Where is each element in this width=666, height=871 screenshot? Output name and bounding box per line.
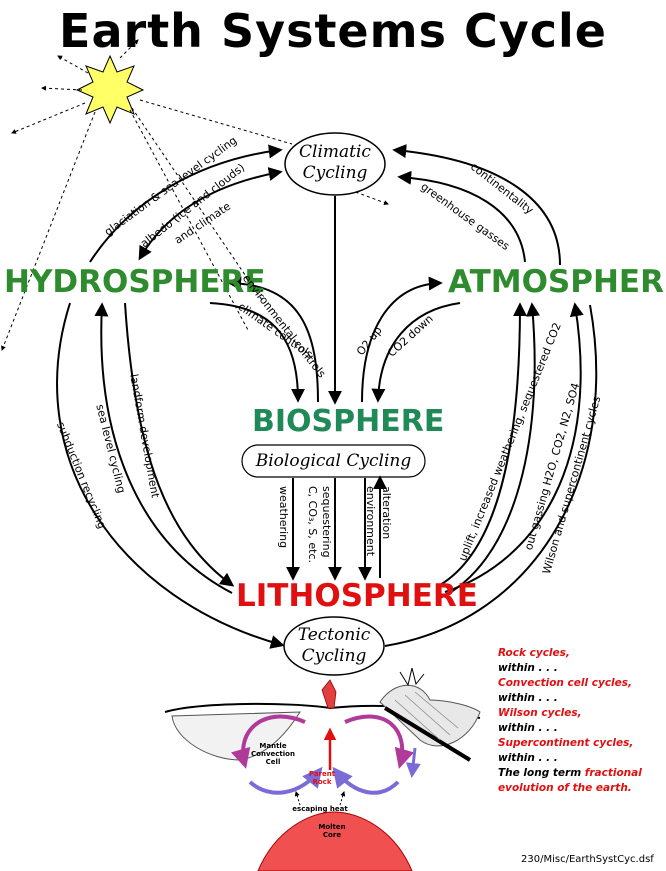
legend-line: Supercontinent cycles, <box>498 737 634 749</box>
biosphere-label: BIOSPHERE <box>252 404 445 439</box>
molten-core-label-2: Core <box>323 831 341 839</box>
cycle-legend: Rock cycles, within . . . Convection cel… <box>498 646 642 796</box>
page-title: Earth Systems Cycle <box>59 4 607 58</box>
weathering-label: weathering <box>277 486 290 549</box>
hydrosphere-label: HYDROSPHERE <box>4 264 266 300</box>
legend-prefix: The long term <box>498 767 585 779</box>
tectonic-line-1: Tectonic <box>297 625 371 645</box>
climatic-line-2: Cycling <box>302 163 368 183</box>
climatic-cycling-label: Climatic Cycling <box>285 142 385 184</box>
cycle-arrows <box>56 144 598 649</box>
legend-red-word: fractional <box>584 767 642 779</box>
sequestering-label-1: sequestering <box>320 486 333 558</box>
legend-line: within . . . <box>498 662 558 674</box>
legend-line: Convection cell cycles, <box>498 677 632 689</box>
parent-rock-label-2: Rock <box>312 778 331 786</box>
legend-line: Rock cycles, <box>498 647 570 659</box>
legend-line: within . . . <box>498 752 558 764</box>
molten-core-label-1: Molten <box>318 823 345 831</box>
biological-cycling-label: Biological Cycling <box>255 451 412 471</box>
legend-line: Wilson cycles, <box>498 707 582 719</box>
legend-line: within . . . <box>498 722 558 734</box>
legend-line: within . . . <box>498 692 558 704</box>
climatic-cycling-oval <box>284 132 386 196</box>
tectonic-cross-section: Mantle Convection Cell Parent Rock escap… <box>164 667 481 871</box>
lithosphere-label: LITHOSPHERE <box>236 578 478 614</box>
parent-rock-label-1: Parent <box>309 770 336 778</box>
tectonic-cycling-label: Tectonic Cycling <box>284 625 384 667</box>
mantle-label-2: Convection <box>251 750 295 758</box>
tectonic-line-2: Cycling <box>301 646 367 666</box>
biological-cycling-oval <box>241 444 426 478</box>
mantle-label-1: Mantle <box>259 742 286 750</box>
alteration-label: alteration <box>380 486 393 540</box>
atmosphere-label: ATMOSPHERE <box>448 264 666 300</box>
sun-icon <box>1 39 389 351</box>
escaping-heat-label: escaping heat <box>292 805 348 813</box>
legend-line: evolution of the earth. <box>498 782 632 794</box>
legend-line-last: The long term fractional <box>498 766 642 781</box>
file-path-footer: 230/Misc/EarthSystCyc.dsf <box>521 854 654 865</box>
mantle-label-3: Cell <box>266 758 281 766</box>
environment-label: environment <box>364 486 377 557</box>
climatic-line-1: Climatic <box>299 142 371 162</box>
sequestering-label-2: C, CO₃, S, etc. <box>306 486 319 564</box>
